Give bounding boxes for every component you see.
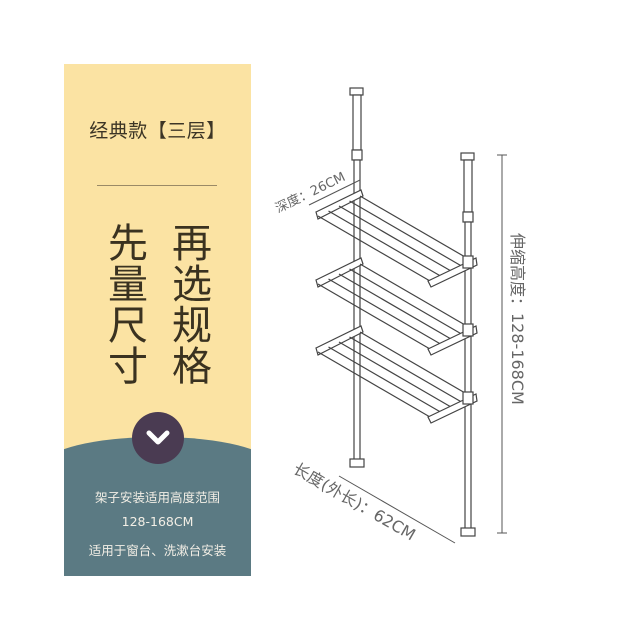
scroll-down-button[interactable]	[132, 412, 184, 464]
slogan-char: 再	[172, 221, 212, 267]
chevron-down-icon	[146, 430, 170, 445]
shelf-rod	[349, 336, 462, 403]
slogan-char: 尺	[108, 303, 148, 349]
install-range-label: 架子安装适用高度范围	[94, 490, 220, 505]
length-dimension-line	[338, 475, 456, 544]
shelf-left-bracket	[315, 189, 364, 220]
slogan-char: 量	[108, 262, 148, 308]
shelf-rod	[328, 346, 441, 413]
shelf-rod	[359, 195, 473, 262]
shelf-rod	[349, 200, 462, 267]
install-range-value: 128-168CM	[121, 514, 194, 529]
shelf-rod	[328, 210, 441, 277]
rack-drawing	[349, 87, 476, 537]
shelf-rod	[338, 341, 452, 408]
product-title: 经典款【三层】	[89, 120, 226, 142]
pole-joint	[462, 211, 474, 223]
pole-upper	[463, 159, 473, 213]
slogan-char: 规	[172, 303, 212, 349]
shelf-clamp	[462, 323, 474, 337]
shelf-rod	[359, 263, 473, 330]
shelf-rod	[328, 278, 441, 345]
length-label: 长度(外长)：62CM	[290, 459, 419, 544]
height-label: 伸缩高度：128-168CM	[508, 233, 527, 405]
shelf-clamp	[462, 391, 474, 405]
pole-cap	[460, 152, 475, 161]
slogan-char: 寸	[108, 344, 148, 390]
pole-joint	[351, 149, 363, 161]
shelf-clamp	[462, 255, 474, 269]
slogan-char: 先	[108, 221, 148, 267]
slogan-col-1: 先 量 尺 寸	[106, 224, 150, 388]
shelf-rod	[317, 351, 431, 418]
shelf-left-bracket	[315, 325, 364, 356]
shelf-rod	[317, 283, 431, 350]
shelf-left-bracket	[315, 257, 364, 288]
shelf-rod	[338, 205, 452, 272]
info-panel: 经典款【三层】 先 量 尺 寸 再 选 规 格 架子安装适用高度范围 128-1…	[64, 64, 251, 576]
slogan-col-2: 再 选 规 格	[170, 224, 214, 388]
depth-dimension-line	[308, 179, 361, 206]
usage-note: 适用于窗台、洗漱台安装	[88, 543, 227, 558]
pole-base	[349, 458, 365, 468]
shelf-rod	[359, 331, 473, 398]
slogan-char: 选	[172, 262, 212, 308]
shelf-rod	[338, 273, 452, 340]
shelf-rod	[317, 215, 431, 282]
shelves	[315, 189, 478, 424]
pole-upper	[352, 94, 362, 151]
divider	[97, 185, 217, 186]
shelf-rod	[349, 268, 462, 335]
pole-cap	[349, 87, 364, 96]
slogan-char: 格	[172, 344, 212, 390]
pole-base	[460, 527, 476, 537]
